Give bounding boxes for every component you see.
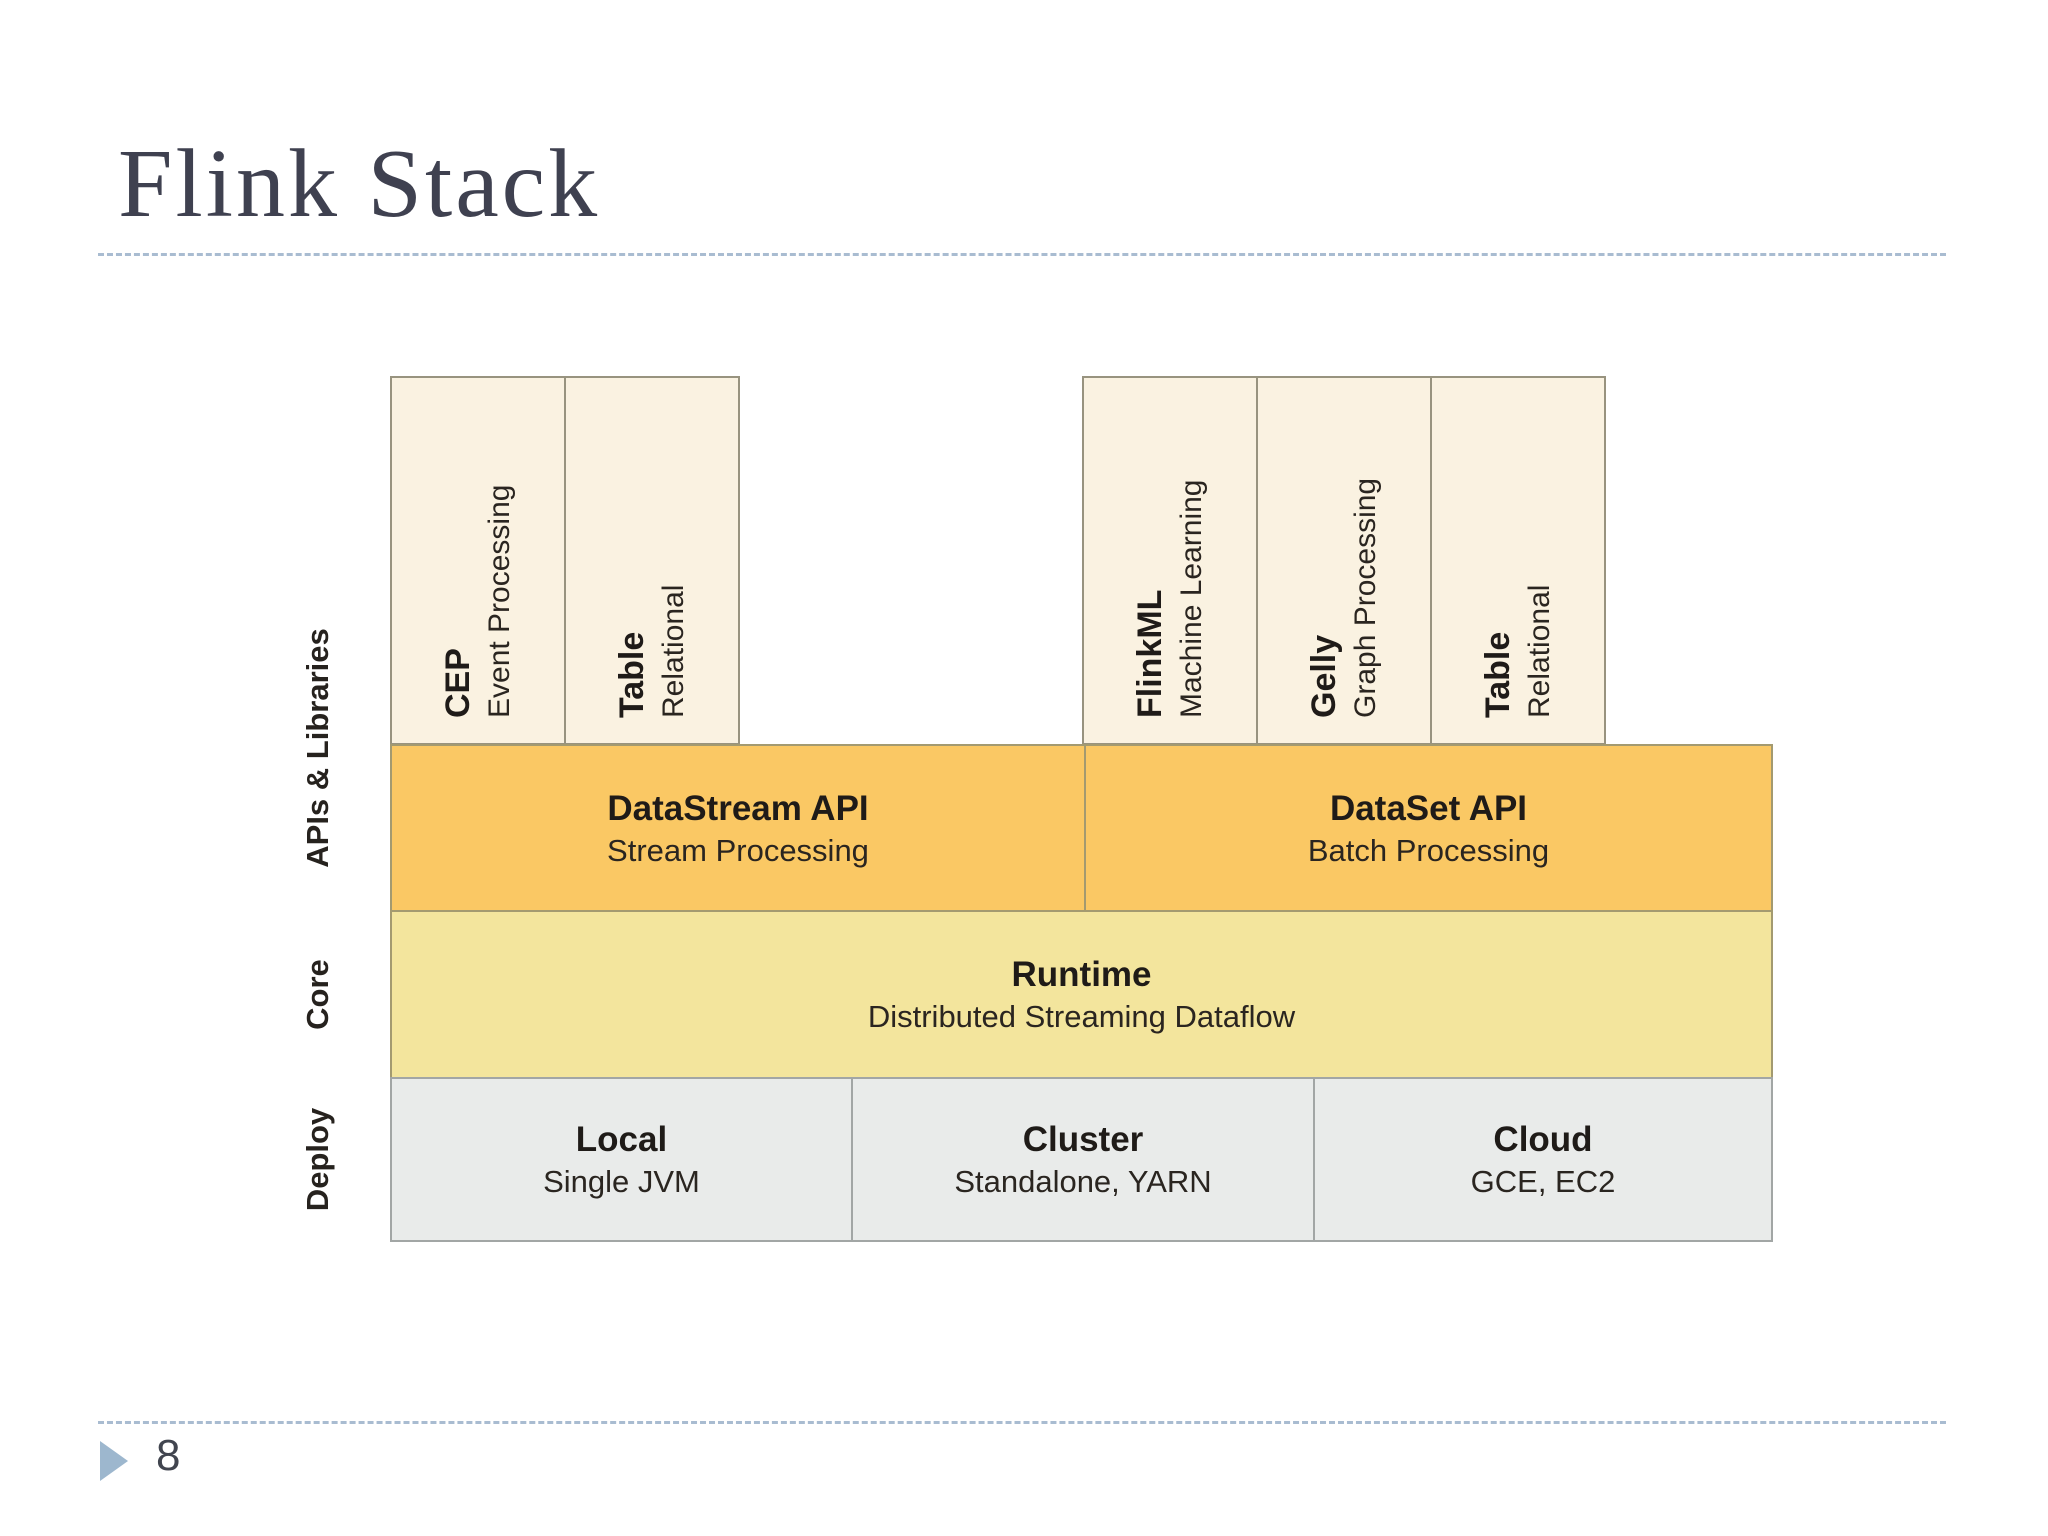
library-box-desc: Machine Learning — [1174, 479, 1208, 719]
library-box-name: Table — [1478, 631, 1517, 718]
side-label-core: Core — [278, 910, 358, 1079]
deploy-cell-name: Cloud — [1493, 1120, 1593, 1159]
page-number: 8 — [156, 1431, 181, 1480]
runtime-cell: Runtime Distributed Streaming Dataflow — [392, 912, 1771, 1077]
deploy-cloud-cell: Cloud GCE, EC2 — [1313, 1079, 1771, 1240]
deploy-local-cell: Local Single JVM — [392, 1079, 851, 1240]
library-box-name: Table — [612, 631, 651, 718]
footer-divider-line — [98, 1421, 1946, 1424]
side-label-text: Deploy — [300, 1107, 335, 1212]
library-box-name: Gelly — [1304, 634, 1343, 718]
library-box-flinkml: FlinkML Machine Learning — [1082, 376, 1258, 745]
api-cell-name: DataSet API — [1329, 788, 1528, 828]
deploy-cell-name: Cluster — [1022, 1120, 1144, 1159]
side-label-text: Core — [300, 959, 335, 1030]
slide-title: Flink Stack — [118, 130, 601, 238]
library-box-name: FlinkML — [1130, 589, 1169, 718]
datastream-api-cell: DataStream API Stream Processing — [392, 746, 1084, 910]
library-box-desc: Graph Processing — [1348, 477, 1382, 718]
library-box-name: CEP — [438, 648, 477, 718]
runtime-name: Runtime — [1011, 955, 1152, 994]
deploy-cell-desc: GCE, EC2 — [1470, 1164, 1616, 1199]
library-box-desc: Relational — [1522, 584, 1556, 718]
library-box-table-stream: Table Relational — [564, 376, 740, 745]
runtime-desc: Distributed Streaming Dataflow — [867, 999, 1296, 1034]
deploy-cell-desc: Standalone, YARN — [954, 1164, 1212, 1199]
api-cell-desc: Batch Processing — [1307, 832, 1550, 868]
deploy-cell-desc: Single JVM — [543, 1164, 700, 1199]
library-box-desc: Event Processing — [482, 484, 516, 718]
title-divider-line — [98, 253, 1946, 256]
side-label-text: APIs & Libraries — [300, 628, 335, 868]
library-box-gelly: Gelly Graph Processing — [1256, 376, 1432, 745]
dataset-api-cell: DataSet API Batch Processing — [1084, 746, 1771, 910]
api-cell-desc: Stream Processing — [607, 832, 869, 868]
library-box-cep: CEP Event Processing — [390, 376, 566, 745]
deploy-cell-name: Local — [575, 1120, 668, 1159]
api-row: DataStream API Stream Processing DataSet… — [390, 744, 1773, 912]
library-box-table-batch: Table Relational — [1430, 376, 1606, 745]
deploy-row: Local Single JVM Cluster Standalone, YAR… — [390, 1077, 1773, 1242]
footer-arrow-icon — [100, 1441, 128, 1481]
runtime-row: Runtime Distributed Streaming Dataflow — [390, 910, 1773, 1079]
deploy-cluster-cell: Cluster Standalone, YARN — [851, 1079, 1313, 1240]
api-cell-name: DataStream API — [607, 788, 869, 828]
side-label-deploy: Deploy — [278, 1077, 358, 1242]
library-box-desc: Relational — [656, 584, 690, 718]
